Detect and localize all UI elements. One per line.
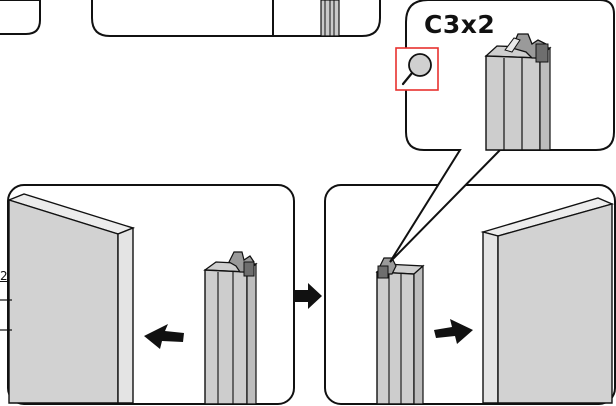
glass-panel-right bbox=[480, 197, 615, 404]
previous-step-frame-left bbox=[0, 0, 41, 35]
push-arrow-left bbox=[144, 324, 184, 349]
push-arrow-right bbox=[434, 319, 473, 344]
glass-panel-left bbox=[6, 193, 136, 404]
profile-right bbox=[375, 257, 425, 405]
edge-fragment-label: 2 bbox=[0, 269, 8, 283]
previous-step-frame-right bbox=[91, 0, 381, 37]
detail-profile bbox=[484, 33, 552, 151]
profile-left bbox=[203, 251, 258, 405]
magnifier-icon bbox=[395, 47, 439, 91]
next-step-arrow bbox=[294, 283, 322, 309]
edge-fragment bbox=[0, 299, 12, 331]
part-code-label: C3x2 bbox=[424, 10, 496, 39]
